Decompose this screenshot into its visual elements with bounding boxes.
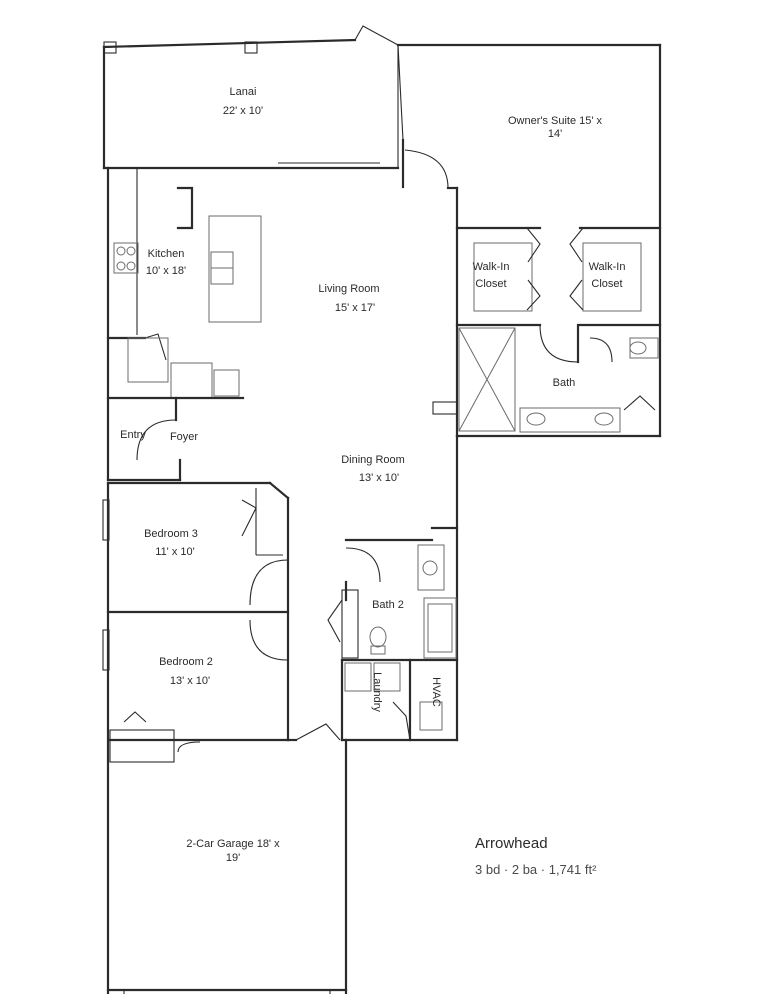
walk-in-closet-right-label: Walk-In	[589, 261, 626, 273]
lanai-label: Lanai	[230, 86, 257, 98]
kitchen-size: 10' x 18'	[146, 265, 186, 277]
kitchen-label: Kitchen	[148, 248, 185, 260]
walk-in-closet-left-sub: Closet	[475, 278, 506, 290]
laundry-label: Laundry	[371, 672, 383, 712]
dining-room-label: Dining Room	[341, 454, 405, 466]
lanai-area	[102, 25, 400, 170]
plan-summary: 3 bd · 2 ba · 1,741 ft²	[475, 862, 597, 877]
walk-in-closet-right-sub: Closet	[591, 278, 622, 290]
owners-suite-size: 14'	[548, 128, 562, 140]
bath-2-label: Bath 2	[372, 599, 404, 611]
dining-room-size: 13' x 10'	[359, 472, 399, 484]
garage-size: 19'	[226, 852, 240, 864]
lanai-size: 22' x 10'	[223, 105, 263, 117]
garage-area	[106, 738, 348, 994]
garage-label: 2-Car Garage 18' x	[186, 838, 280, 850]
living-room-label: Living Room	[318, 283, 379, 295]
bedroom-2-size: 13' x 10'	[170, 675, 210, 687]
service-block	[327, 434, 459, 742]
main-walls	[102, 162, 380, 994]
hvac-label: HVAC	[430, 677, 442, 707]
plan-name: Arrowhead	[475, 835, 548, 852]
entry-label: Entry	[120, 429, 146, 441]
foyer-label: Foyer	[170, 431, 198, 443]
bedroom-3-label: Bedroom 3	[144, 528, 198, 540]
living-room-size: 15' x 17'	[335, 302, 375, 314]
bedroom-2-label: Bedroom 2	[159, 656, 213, 668]
owners-suite-label: Owner's Suite 15' x	[508, 115, 603, 127]
bedroom-3-size: 11' x 10'	[155, 546, 194, 558]
walk-in-closet-left-label: Walk-In	[473, 261, 510, 273]
bath-label: Bath	[553, 377, 576, 389]
owners-wing-walls	[396, 43, 662, 438]
